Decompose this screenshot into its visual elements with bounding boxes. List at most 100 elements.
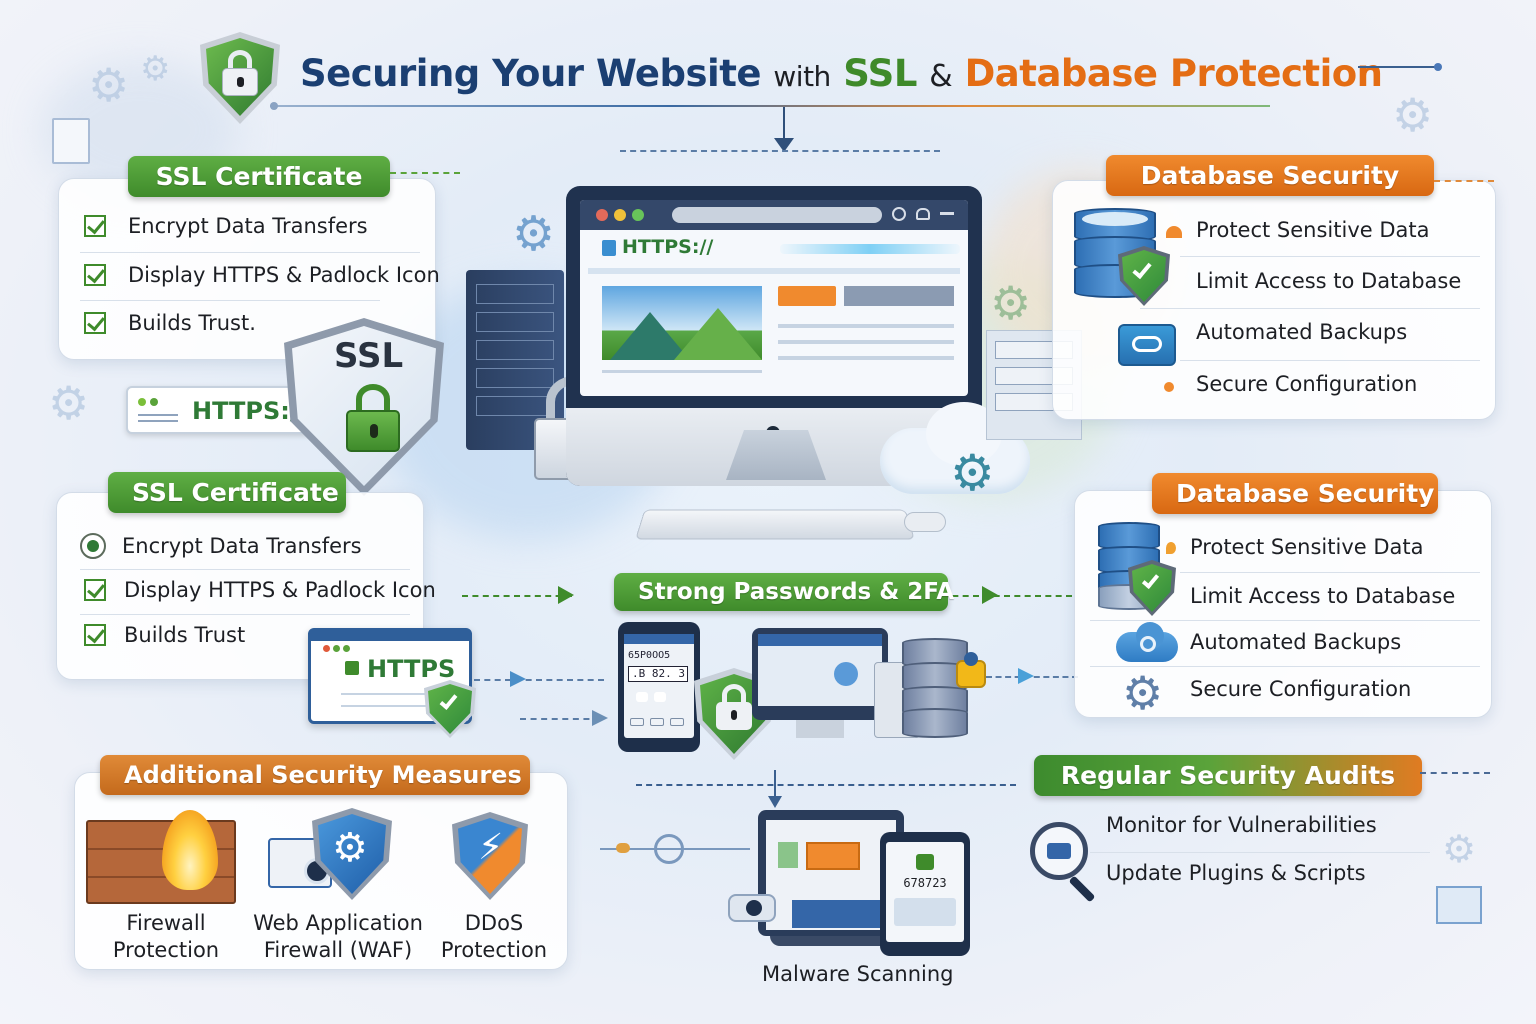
connector-line (474, 679, 604, 681)
list-item-label: Secure Configuration (1190, 677, 1412, 701)
dot-icon (1164, 382, 1174, 392)
magnifier-icon (1030, 822, 1088, 880)
list-item-label: Automated Backups (1190, 630, 1402, 654)
padlock-small-icon (602, 240, 616, 256)
gear-icon: ⚙ (950, 444, 995, 502)
orange-button[interactable] (778, 286, 836, 306)
divider (1090, 666, 1480, 667)
padlock-icon (356, 384, 390, 414)
monitor-stand (726, 430, 826, 480)
list-item: Automated Backups (1190, 630, 1401, 654)
gear-icon: ⚙ (512, 206, 556, 262)
ddos-caption: DDoS Protection (428, 910, 560, 964)
browser-toolbar (580, 200, 968, 230)
list-item-label: Update Plugins & Scripts (1106, 861, 1366, 885)
connector-line (1420, 772, 1490, 774)
gear-icon: ⚙ (48, 376, 90, 430)
https-text: HTTPS (367, 655, 456, 683)
strong-passwords-header: Strong Passwords & 2FA (614, 573, 954, 611)
title-part-amp: & (929, 58, 953, 94)
ssl-shield-text: SSL (334, 336, 404, 376)
menu-icon[interactable] (940, 212, 954, 215)
arrow-right-icon (558, 586, 574, 604)
divider (80, 614, 410, 615)
checkbox-icon (84, 215, 106, 237)
phone-code-top: 65P0OO5 (628, 650, 671, 661)
malware-scanning-caption: Malware Scanning (762, 962, 954, 986)
title-part-db: Database Protection (964, 51, 1383, 95)
gear-icon: ⚙ (140, 49, 171, 89)
bell-icon (1166, 226, 1182, 238)
database-security-header: Database Security (1106, 155, 1434, 196)
divider (1090, 620, 1480, 621)
checkbox-icon (84, 264, 106, 286)
title-part-with: with (773, 59, 831, 93)
refresh-icon[interactable] (892, 207, 906, 221)
address-bar[interactable] (672, 207, 882, 223)
list-item-label: Encrypt Data Transfers (128, 214, 368, 238)
arrow-right-icon (982, 586, 998, 604)
magnifier-handle (1068, 875, 1096, 903)
connector-line (620, 150, 940, 152)
list-item: Secure Configuration (1196, 372, 1417, 396)
padlock-icon (956, 652, 986, 688)
list-item: Monitor for Vulnerabilities (1106, 813, 1377, 837)
bug-icon (1047, 843, 1071, 859)
backup-icon (1118, 324, 1176, 366)
checkbox-icon (84, 312, 106, 334)
padlock-icon (228, 50, 252, 72)
flame-icon (162, 810, 218, 890)
profile-icon[interactable] (916, 208, 930, 220)
caption-line: DDoS (464, 911, 524, 935)
database-icon (902, 638, 968, 738)
down-arrow-icon (768, 796, 782, 808)
phone-code-field[interactable]: .B 82. 3 (628, 666, 688, 682)
list-item: Protect Sensitive Data (1190, 535, 1424, 559)
close-dot-icon (596, 209, 608, 221)
additional-security-header: Additional Security Measures (100, 755, 530, 795)
arrow-right-icon (1018, 668, 1034, 684)
list-item: Limit Access to Database (1190, 584, 1455, 608)
title-banner: Securing Your Website with SSL & Databas… (200, 28, 1440, 124)
caption-line: Firewall (126, 911, 206, 935)
monitor-icon (752, 628, 888, 720)
list-item: Automated Backups (1196, 320, 1407, 344)
cloud-icon (1116, 622, 1178, 662)
keyboard-icon (635, 509, 915, 540)
node-ring-icon (654, 834, 684, 864)
connector-line (636, 784, 1016, 786)
key-icon (1166, 542, 1176, 554)
divider (1140, 308, 1480, 309)
padlock-small-icon (345, 661, 359, 675)
connector-line (942, 595, 1072, 597)
padlock-body (222, 68, 258, 96)
padlock-icon (722, 684, 746, 706)
dashboard-icon (1436, 886, 1482, 924)
firewall-caption: Firewall Protection (96, 910, 236, 964)
list-item: Display HTTPS & Padlock Icon (84, 578, 436, 602)
waf-caption: Web Application Firewall (WAF) (244, 910, 432, 964)
gear-icon: ⚙ (990, 276, 1032, 330)
media-controls (792, 900, 892, 928)
list-item: Builds Trust. (84, 311, 256, 335)
monitor-stand (796, 720, 844, 738)
padlock-icon (916, 854, 934, 870)
title-arrow-dot (1434, 63, 1442, 71)
list-item-label: Protect Sensitive Data (1196, 218, 1430, 242)
list-item-label: Protect Sensitive Data (1190, 535, 1424, 559)
image-placeholder (602, 286, 762, 360)
title-part-main: Securing Your Website (300, 51, 762, 95)
list-item-label: Display HTTPS & Padlock Icon (124, 578, 436, 602)
caption-line: Protection (440, 938, 548, 962)
gray-button[interactable] (844, 286, 954, 306)
divider (80, 300, 380, 301)
connector-line (390, 172, 460, 174)
gear-icon: ⚙ (332, 825, 368, 871)
certificate-icon (52, 118, 90, 164)
scan-result-icon (806, 842, 860, 870)
radio-icon (80, 533, 106, 559)
ssl-certificate-header: SSL Certificate (108, 472, 346, 513)
divider (80, 569, 410, 570)
gear-icon: ⚙ (88, 58, 130, 112)
connector-line (774, 770, 776, 800)
